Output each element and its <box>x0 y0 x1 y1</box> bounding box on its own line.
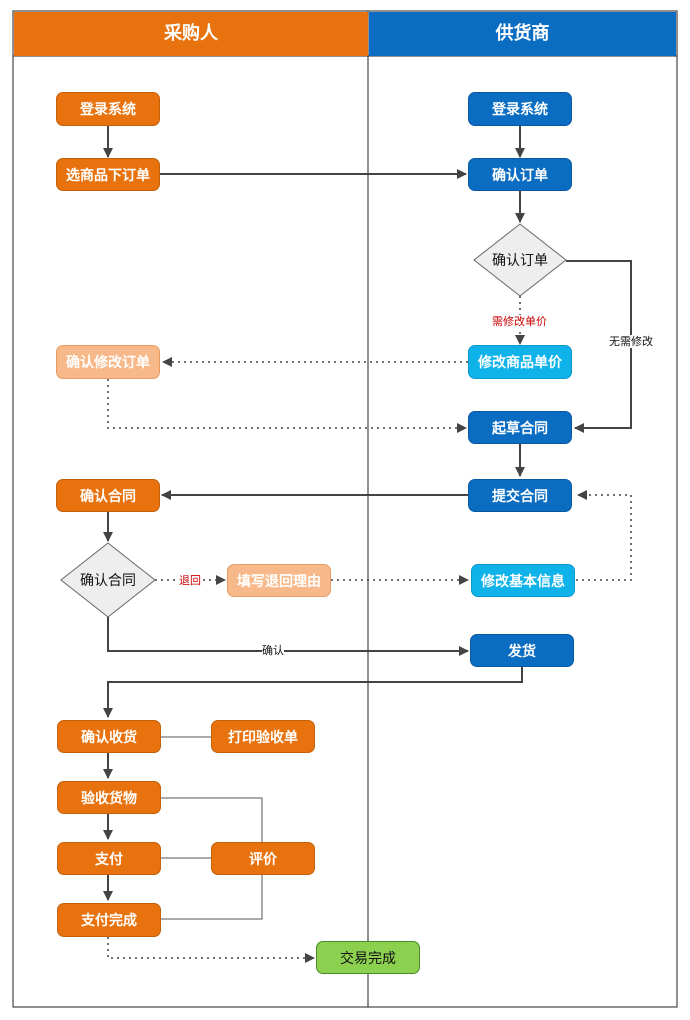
node-trade-done: 交易完成 <box>316 941 420 974</box>
node-buyer-payment-done: 支付完成 <box>57 903 161 937</box>
decision-supplier-confirm-order: 确认订单 <box>492 253 548 269</box>
node-buyer-pay: 支付 <box>57 842 161 875</box>
edge-label-return: 退回 <box>179 574 201 587</box>
connector-inspect-review <box>161 797 263 843</box>
node-buyer-review: 评价 <box>211 842 315 875</box>
node-supplier-draft-contract: 起草合同 <box>468 411 572 444</box>
node-buyer-fill-return-reason: 填写退回理由 <box>227 564 331 597</box>
lane-header-supplier: 供货商 <box>369 12 676 56</box>
node-buyer-login: 登录系统 <box>56 92 160 126</box>
node-buyer-select-order: 选商品下订单 <box>56 158 160 191</box>
node-supplier-confirm-order: 确认订单 <box>468 158 572 191</box>
node-buyer-confirm-contract: 确认合同 <box>56 479 160 512</box>
edge-modify-info-to-submit <box>576 490 632 581</box>
node-buyer-confirm-modified-order: 确认修改订单 <box>56 345 160 379</box>
edge-confirm-to-ship <box>107 617 469 656</box>
edge-label-need-price-change: 需修改单价 <box>492 315 547 328</box>
node-buyer-confirm-receipt: 确认收货 <box>57 720 161 753</box>
edge-buyer-modified-to-draft <box>107 379 467 433</box>
node-buyer-inspect-goods: 验收货物 <box>57 781 161 814</box>
diagram-frame <box>12 10 678 1008</box>
node-supplier-ship: 发货 <box>470 634 574 667</box>
connector-done-review <box>161 875 263 920</box>
edge-done-to-trade-complete <box>107 937 315 963</box>
edge-ship-to-receipt <box>103 667 523 718</box>
node-buyer-print-receipt: 打印验收单 <box>211 720 315 753</box>
node-supplier-login: 登录系统 <box>468 92 572 126</box>
edge-label-no-change-needed: 无需修改 <box>609 335 653 348</box>
node-supplier-modify-info: 修改基本信息 <box>471 564 575 597</box>
decision-buyer-confirm-contract: 确认合同 <box>80 573 136 589</box>
edge-label-confirm: 确认 <box>262 644 284 657</box>
lane-header-buyer: 采购人 <box>14 12 368 56</box>
node-supplier-submit-contract: 提交合同 <box>468 479 572 512</box>
node-supplier-modify-price: 修改商品单价 <box>468 345 572 379</box>
